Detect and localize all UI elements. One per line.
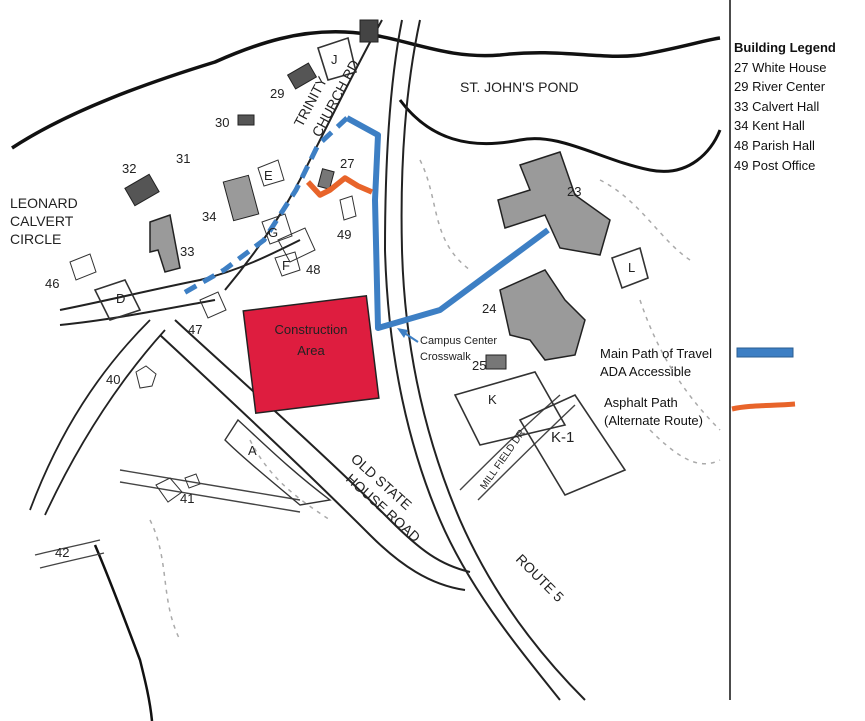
building-31-label: 31	[176, 151, 190, 166]
west-shoreline	[93, 544, 154, 721]
building-34-label: 34	[202, 209, 216, 224]
building-G-shape	[261, 213, 293, 245]
asphalt-path-key-line1: Asphalt Path	[604, 395, 678, 410]
crosswalk-label-1: Campus Center	[420, 335, 497, 347]
building-F-label: F	[282, 258, 290, 273]
road-42	[34, 539, 105, 569]
route5-road-east-edge	[383, 19, 561, 701]
route5-road-outer-edge	[400, 19, 586, 701]
lot-L	[610, 246, 649, 290]
main-path-key-line2: ADA Accessible	[600, 364, 692, 379]
building-L-label: L	[628, 260, 635, 275]
ada-path-dashed	[180, 116, 349, 297]
building-29-shape	[286, 62, 318, 90]
building-A-label: A	[248, 443, 257, 458]
building-30-shape	[237, 114, 255, 126]
circle-label-3: CIRCLE	[10, 231, 61, 247]
building-49-label: 49	[337, 227, 351, 242]
pond-label: ST. JOHN'S POND	[460, 79, 579, 95]
asphalt-path-swatch	[731, 401, 796, 412]
building-top-shape	[359, 19, 379, 43]
building-30-label: 30	[215, 115, 229, 130]
old-state-house-road-north	[174, 319, 471, 573]
terrain-dashes	[149, 159, 721, 641]
millfield-drive	[459, 394, 576, 501]
river-shoreline-north	[11, 30, 721, 150]
main-path-key-line1: Main Path of Travel	[600, 346, 712, 361]
route5-label: ROUTE 5	[513, 551, 567, 605]
building-47-label: 47	[188, 322, 202, 337]
building-42-label: 42	[55, 545, 69, 560]
building-40-shape	[135, 365, 157, 389]
asphalt-path	[305, 175, 374, 198]
building-D-label: D	[116, 291, 125, 306]
lot-D	[93, 279, 142, 321]
construction-area	[242, 294, 380, 415]
millfield-label: MILL FIELD DR	[478, 428, 527, 492]
lot-K1	[518, 393, 627, 497]
building-46-shape	[69, 253, 97, 281]
building-33-shape	[149, 214, 181, 273]
crosswalk-label-2: Crosswalk	[420, 351, 471, 363]
circle-road	[59, 239, 301, 311]
legend-item: 27 White House	[734, 59, 827, 75]
construction-label-1: Construction	[275, 322, 348, 337]
main-path-key: Main Path of Travel ADA Accessible	[600, 345, 712, 381]
building-K1-label: K-1	[551, 429, 574, 446]
building-E-label: E	[264, 168, 273, 183]
building-47-shape	[199, 291, 227, 319]
building-40-label: 40	[106, 372, 120, 387]
ada-path-solid	[345, 115, 550, 331]
building-46-label: 46	[45, 276, 59, 291]
building-24-label: 24	[482, 301, 496, 316]
building-48-label: 48	[306, 262, 320, 277]
west-road	[29, 319, 166, 516]
building-23-shape	[497, 151, 611, 256]
legend-title: Building Legend	[734, 40, 836, 55]
building-25-label: 25	[472, 358, 486, 373]
building-33-label: 33	[180, 244, 194, 259]
lot-A	[224, 418, 332, 506]
crosswalk-arrow-head	[397, 328, 408, 338]
building-E-shape	[257, 159, 285, 187]
legend-item: 49 Post Office	[734, 157, 816, 173]
route5-road-west-edge	[224, 19, 383, 291]
building-K-label: K	[488, 392, 497, 407]
building-F-shape	[274, 251, 301, 277]
lot-J	[317, 36, 357, 81]
legend-item: 48 Parish Hall	[734, 137, 815, 153]
building-32-shape	[124, 173, 160, 207]
building-41-label: 41	[180, 491, 194, 506]
building-legend: Building Legend 27 White House 29 River …	[734, 38, 862, 175]
legend-item: 29 River Center	[734, 79, 826, 95]
lot-K	[453, 371, 567, 446]
legend-item: 33 Calvert Hall	[734, 98, 820, 114]
building-G-label: G	[268, 225, 278, 240]
pond-shoreline	[398, 99, 722, 173]
building-32-label: 32	[122, 161, 136, 176]
building-34-shape	[222, 174, 260, 222]
building-27-label: 27	[340, 156, 354, 171]
main-path-swatch	[736, 347, 794, 358]
legend-item: 34 Kent Hall	[734, 118, 805, 134]
building-23-label: 23	[567, 184, 581, 199]
asphalt-path-key: Asphalt Path (Alternate Route)	[604, 394, 703, 430]
building-J-label: J	[331, 52, 338, 67]
building-25-shape	[485, 354, 507, 370]
building-24-shape	[499, 269, 586, 361]
circle-label-2: CALVERT	[10, 213, 74, 229]
building-27-shape	[317, 168, 335, 190]
building-41-shape	[155, 473, 201, 503]
construction-label-2: Area	[297, 343, 325, 358]
circle-road-south	[59, 299, 216, 326]
building-29-label: 29	[270, 86, 284, 101]
building-49-shape	[339, 195, 357, 221]
circle-label-1: LEONARD	[10, 195, 78, 211]
old-state-house-road-south	[159, 334, 466, 591]
asphalt-path-key-line2: (Alternate Route)	[604, 413, 703, 428]
road-to-41	[119, 469, 301, 513]
